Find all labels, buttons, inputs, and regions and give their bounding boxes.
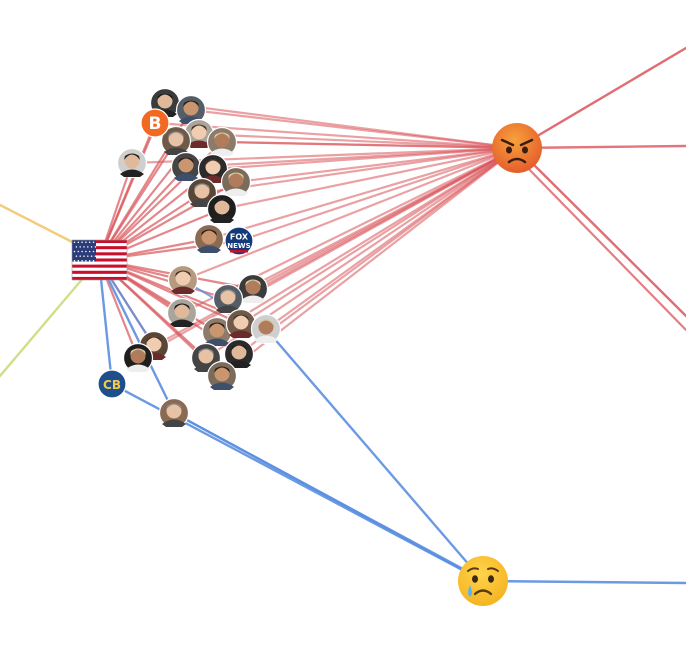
edge-line [518,158,686,332]
avatar-icon[interactable] [220,166,252,198]
edge-line [515,146,686,318]
edge-line [239,146,519,326]
edge-line [481,579,686,585]
avatar-icon[interactable] [206,360,238,392]
avatar-icon[interactable] [212,283,244,315]
avatar-icon[interactable] [167,264,199,296]
crying-face-icon [458,556,508,606]
edge-line [237,146,519,356]
avatar-icon[interactable] [116,147,148,179]
avatar-icon[interactable] [160,125,192,157]
cb-logo-text: CB [103,378,121,392]
avatar-icon[interactable] [193,223,225,255]
edge-line [181,146,519,282]
avatar-icon[interactable] [170,151,202,183]
breitbart-logo-icon[interactable]: B [140,108,170,138]
edge-line [515,46,686,150]
fox-logo-line2: NEWS [227,242,250,250]
edge-line [180,146,519,315]
edge-line [211,146,519,171]
edge-line [197,132,519,150]
avatar-icon[interactable] [197,153,229,185]
avatar-icon[interactable] [201,316,233,348]
edge-line [97,258,176,415]
edge-line [515,144,686,150]
edge-line [97,258,114,386]
avatar-icon[interactable] [166,297,198,329]
fox-logo-line1: FOX [230,233,249,242]
edge-line [237,146,519,243]
edge-line [153,121,519,150]
us-flag-icon [72,240,127,280]
avatar-icon[interactable] [158,397,190,429]
sad-emoji-hub[interactable] [458,556,508,606]
avatar-icon[interactable] [237,273,269,305]
angry-emoji-hub[interactable] [492,123,542,173]
hub-layer [71,123,542,606]
edge-line [136,146,519,360]
edge-layer [0,46,686,585]
edge-line [220,146,519,211]
edge-line [0,203,82,248]
cb-logo-icon[interactable]: CB [97,369,127,399]
avatar-icon[interactable] [183,118,215,150]
breitbart-logo-text: B [149,114,162,134]
edge-line [0,275,86,378]
edge-line [207,146,519,241]
avatar-icon[interactable] [225,308,257,340]
edge-line [264,327,485,583]
avatar-icon[interactable] [206,193,238,225]
avatar-icon[interactable] [122,342,154,374]
edge-line [200,146,519,195]
avatar-icon[interactable] [206,126,238,158]
angry-face-icon [492,123,542,173]
avatar-icon[interactable] [250,313,282,345]
us-flag-hub[interactable] [71,239,128,281]
edge-line [97,121,157,262]
edge-line [189,108,519,150]
avatar-icon[interactable] [175,94,207,126]
edge-line [172,411,480,579]
